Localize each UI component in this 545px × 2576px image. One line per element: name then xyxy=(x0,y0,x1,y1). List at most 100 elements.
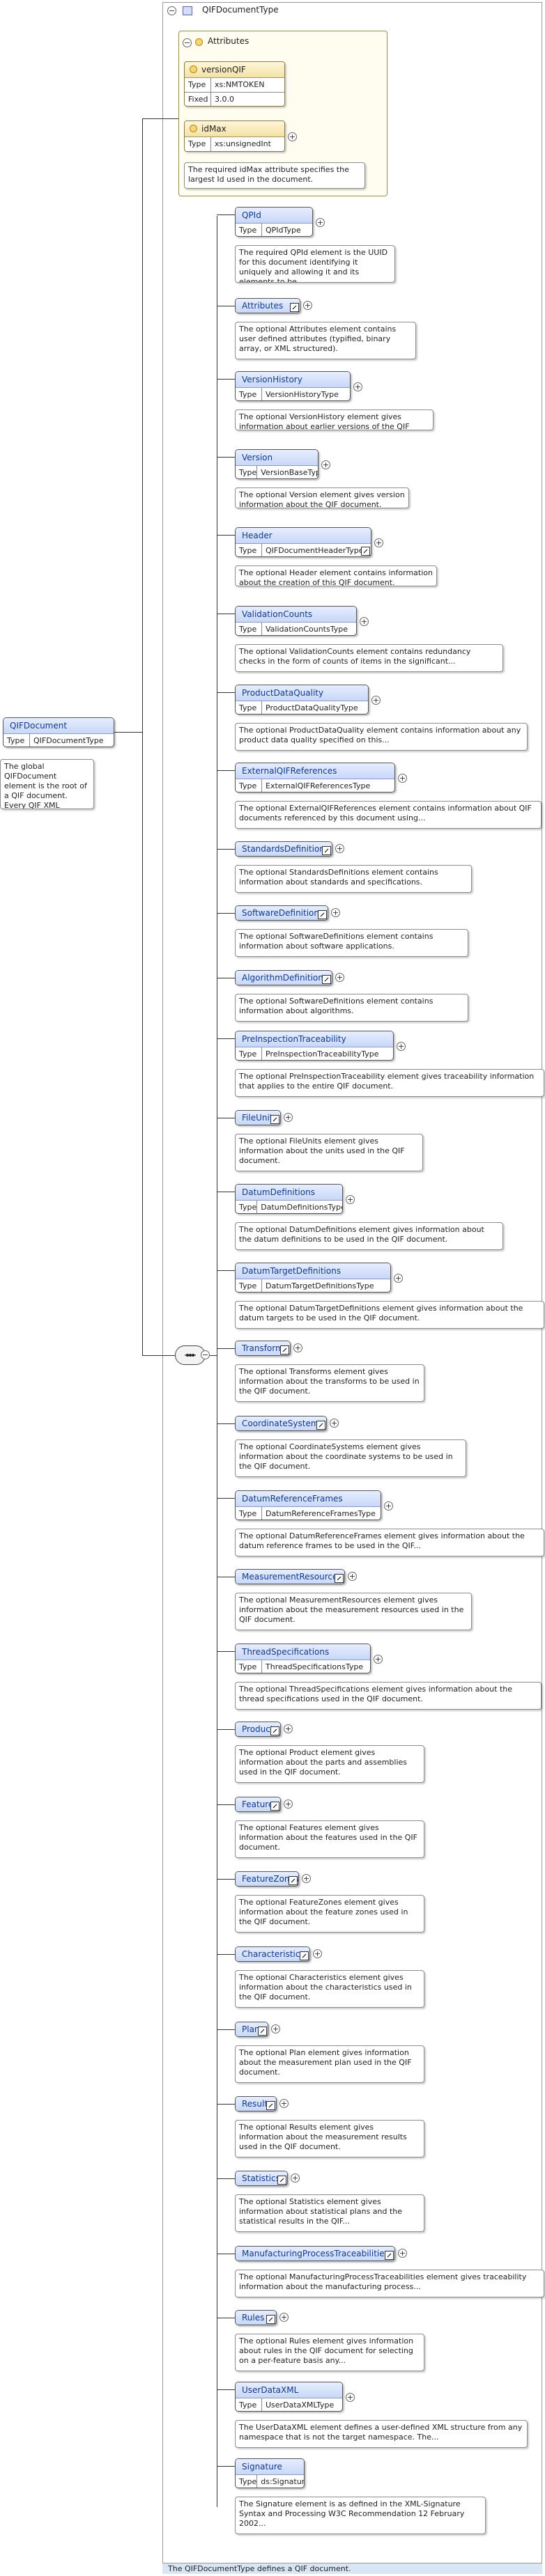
element-algorithmdefinitions[interactable]: AlgorithmDefinitions xyxy=(235,970,332,985)
element-characteristics[interactable]: Characteristics xyxy=(235,1946,310,1962)
element-standardsdefinitions[interactable]: StandardsDefinitions xyxy=(235,841,332,857)
element-name: Features xyxy=(236,1797,280,1811)
expand-idMax-icon[interactable]: + xyxy=(288,132,297,141)
type-documentation-footer: The QIFDocumentType defines a QIF docume… xyxy=(162,2563,542,2574)
connector-qpid xyxy=(217,214,235,215)
expand-measurementresources-icon[interactable]: + xyxy=(348,1572,357,1581)
expand-validationcounts-icon[interactable]: + xyxy=(360,617,369,626)
element-fileunits[interactable]: FileUnits xyxy=(235,1110,281,1125)
connector-features xyxy=(217,1804,235,1805)
expand-header-icon[interactable]: + xyxy=(374,538,383,547)
expand-transforms-icon[interactable]: + xyxy=(293,1343,302,1352)
element-version[interactable]: VersionTypeVersionBaseType xyxy=(235,449,318,479)
ref-arrow-icon xyxy=(270,1726,279,1735)
datumdefinitions-documentation: The optional DatumDefinitions element gi… xyxy=(235,1222,503,1250)
element-name: QPId xyxy=(236,208,312,224)
element-name: PreInspectionTraceability xyxy=(236,1031,393,1047)
expand-standardsdefinitions-icon[interactable]: + xyxy=(335,844,344,853)
features-documentation: The optional Features element gives info… xyxy=(235,1820,424,1858)
type-key: Type xyxy=(236,388,262,400)
expand-datumdefinitions-icon[interactable]: + xyxy=(346,1195,355,1204)
element-featurezones[interactable]: FeatureZones xyxy=(235,1871,299,1887)
connector-datumtargetdefinitions xyxy=(217,1270,235,1271)
expand-externalqifreferences-icon[interactable]: + xyxy=(398,774,407,783)
expand-qpid-icon[interactable]: + xyxy=(316,218,325,227)
expand-featurezones-icon[interactable]: + xyxy=(302,1874,311,1883)
expand-userdataxml-icon[interactable]: + xyxy=(346,2393,355,2402)
expand-threadspecifications-icon[interactable]: + xyxy=(374,1655,383,1664)
expand-manufacturingprocesstraceabilities-icon[interactable]: + xyxy=(398,2249,407,2258)
type-value: QIFDocumentHeaderType xyxy=(266,546,364,555)
type-value: UserDataXMLType xyxy=(266,2401,335,2410)
sequence-collapse-toggle[interactable]: − xyxy=(201,1350,210,1359)
collapse-toggle-icon[interactable]: − xyxy=(167,6,176,15)
attribute-name: idMax xyxy=(185,121,284,137)
element-features[interactable]: Features xyxy=(235,1797,281,1812)
expand-datumtargetdefinitions-icon[interactable]: + xyxy=(394,1274,403,1283)
element-coordinatesystems[interactable]: CoordinateSystems xyxy=(235,1416,327,1431)
expand-results-icon[interactable]: + xyxy=(279,2099,289,2108)
element-name: MeasurementResources xyxy=(236,1570,344,1584)
element-measurementresources[interactable]: MeasurementResources xyxy=(235,1569,345,1584)
connector-externalqifreferences xyxy=(217,770,235,771)
expand-product-icon[interactable]: + xyxy=(284,1724,293,1733)
element-attributes[interactable]: Attributes xyxy=(235,298,300,313)
ref-arrow-icon xyxy=(322,846,331,855)
element-softwaredefinitions[interactable]: SoftwareDefinitions xyxy=(235,905,328,921)
element-transforms[interactable]: Transforms xyxy=(235,1341,291,1356)
type-key: Type xyxy=(236,1660,262,1673)
expand-versionhistory-icon[interactable]: + xyxy=(353,382,362,391)
expand-version-icon[interactable]: + xyxy=(321,460,330,469)
ref-arrow-icon xyxy=(318,910,327,919)
expand-features-icon[interactable]: + xyxy=(284,1800,293,1809)
attributes-bullet-icon xyxy=(195,38,207,47)
expand-statistics-icon[interactable]: + xyxy=(291,2173,300,2183)
element-product[interactable]: Product xyxy=(235,1722,281,1737)
expand-productdataquality-icon[interactable]: + xyxy=(371,696,381,705)
header-documentation: The optional Header element contains inf… xyxy=(235,565,437,586)
type-value: ThreadSpecificationsType xyxy=(266,1662,364,1671)
expand-softwaredefinitions-icon[interactable]: + xyxy=(331,908,340,917)
sequence-compositor[interactable] xyxy=(175,1345,206,1365)
element-manufacturingprocesstraceabilities[interactable]: ManufacturingProcessTraceabilities xyxy=(235,2246,395,2261)
expand-algorithmdefinitions-icon[interactable]: + xyxy=(335,973,344,982)
type-value: ValidationCountsType xyxy=(266,625,348,634)
ref-arrow-icon xyxy=(277,2176,286,2185)
signature-documentation: The Signature element is as defined in t… xyxy=(235,2497,486,2534)
expand-plan-icon[interactable]: + xyxy=(271,2024,280,2034)
expand-attributes-icon[interactable]: + xyxy=(303,301,312,310)
attr-row-value: xs:NMTOKEN xyxy=(215,80,265,89)
element-name: Product xyxy=(236,1722,280,1736)
expand-characteristics-icon[interactable]: + xyxy=(313,1949,322,1958)
expand-preinspectiontraceability-icon[interactable]: + xyxy=(397,1042,406,1051)
element-statistics[interactable]: Statistics xyxy=(235,2171,288,2186)
expand-coordinatesystems-icon[interactable]: + xyxy=(330,1419,339,1428)
attributes-collapse-toggle[interactable]: − xyxy=(183,38,192,47)
type-key: Type xyxy=(236,1201,258,1213)
expand-rules-icon[interactable]: + xyxy=(279,2313,289,2322)
type-row: Type ThreadSpecificationsType xyxy=(236,1660,370,1673)
coordinatesystems-documentation: The optional CoordinateSystems element g… xyxy=(235,1439,466,1477)
expand-datumreferenceframes-icon[interactable]: + xyxy=(384,1501,393,1511)
root-documentation: The global QIFDocument element is the ro… xyxy=(0,759,94,809)
expand-fileunits-icon[interactable]: + xyxy=(284,1113,293,1122)
